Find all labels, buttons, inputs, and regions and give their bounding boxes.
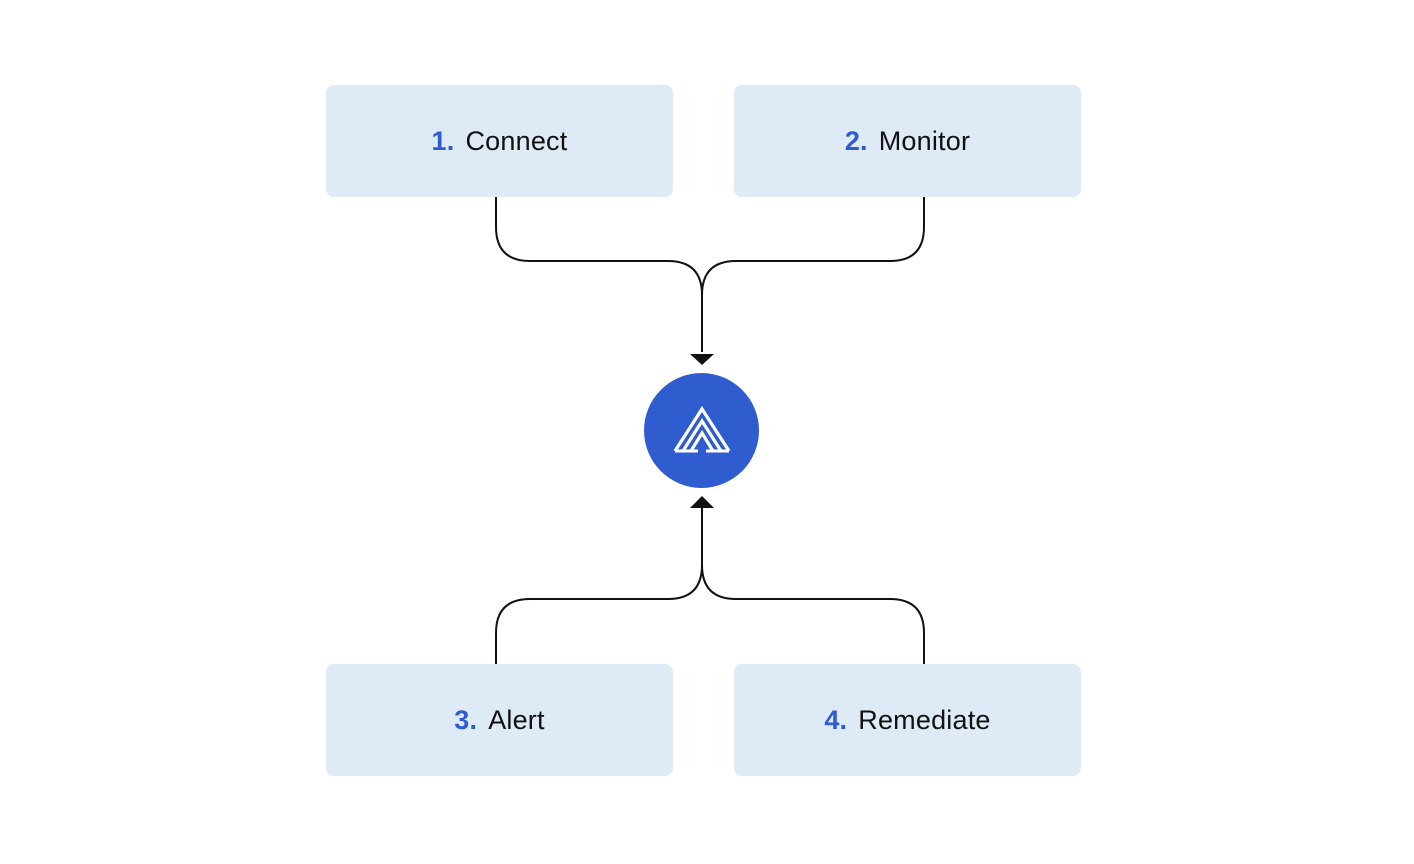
arrowhead-down — [690, 354, 714, 365]
step-label: Alert — [488, 704, 545, 735]
connector-alert — [495, 507, 703, 664]
step-box-monitor: 2. Monitor — [734, 85, 1081, 197]
step-box-alert: 3. Alert — [326, 664, 673, 776]
triangle-stripes-logo-icon — [673, 405, 730, 452]
step-number: 4. — [824, 704, 848, 735]
step-number: 1. — [431, 125, 455, 156]
connector-remediate — [701, 564, 925, 664]
step-number: 3. — [454, 704, 478, 735]
step-label: Remediate — [858, 704, 991, 735]
step-label: Connect — [465, 125, 568, 156]
step-number: 2. — [844, 125, 868, 156]
arrowhead-up — [690, 496, 714, 508]
step-label: Monitor — [878, 125, 971, 156]
hub-circle — [644, 373, 759, 488]
connector-monitor — [701, 197, 925, 296]
step-box-connect: 1. Connect — [326, 85, 673, 197]
connector-connect — [495, 197, 703, 352]
step-box-remediate: 4. Remediate — [734, 664, 1081, 776]
